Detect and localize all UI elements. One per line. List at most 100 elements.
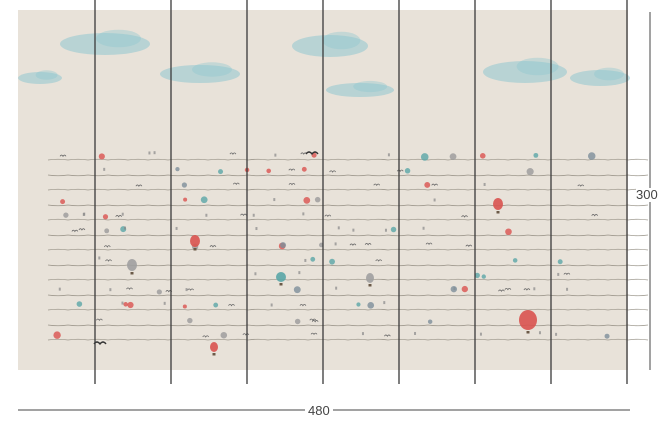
balloon <box>127 301 134 309</box>
figure <box>302 212 305 216</box>
balloon <box>266 168 272 174</box>
balloon <box>53 331 61 339</box>
figure <box>555 332 558 336</box>
bird <box>375 259 383 262</box>
balloon-basket <box>526 331 530 334</box>
bird <box>115 215 123 218</box>
figure <box>304 258 307 262</box>
hot-air-balloon <box>366 273 374 283</box>
balloon-basket <box>368 284 372 287</box>
string-line <box>47 278 649 281</box>
balloon-basket <box>193 248 197 251</box>
bird <box>523 288 531 291</box>
cloud-puff <box>35 70 58 80</box>
figure <box>566 287 569 291</box>
figure <box>153 151 156 155</box>
balloon <box>512 258 518 263</box>
balloon <box>533 152 539 158</box>
balloon-basket <box>130 272 134 275</box>
balloon-basket <box>496 211 500 214</box>
balloon <box>181 182 188 188</box>
bird <box>232 182 240 186</box>
bird <box>135 184 143 187</box>
figure <box>533 287 536 291</box>
bird <box>242 333 250 336</box>
bird <box>187 288 194 291</box>
bird <box>105 259 112 262</box>
bird <box>309 318 317 322</box>
figure <box>298 271 301 275</box>
figure <box>422 226 425 230</box>
balloon <box>505 228 512 236</box>
figure <box>270 303 273 307</box>
bird <box>431 183 439 187</box>
string-line <box>47 158 649 161</box>
string-line <box>47 218 649 221</box>
balloon <box>220 331 228 339</box>
figure <box>98 256 101 260</box>
bird <box>93 341 107 346</box>
figure <box>205 213 208 217</box>
balloon <box>474 272 480 278</box>
bird <box>461 215 468 218</box>
bird <box>305 151 319 156</box>
balloon <box>280 242 287 249</box>
balloon <box>404 168 411 174</box>
bird <box>349 243 357 246</box>
figure <box>337 226 340 230</box>
cloud-puff <box>353 80 388 93</box>
bird <box>504 287 512 291</box>
string-line <box>47 204 649 207</box>
bird <box>71 229 79 233</box>
figure <box>121 212 124 216</box>
balloon <box>314 196 321 203</box>
balloon <box>98 153 105 160</box>
height-dimension-label: 300 <box>636 187 658 202</box>
bird <box>96 318 103 322</box>
bird <box>465 244 473 248</box>
hot-air-balloon <box>493 198 503 210</box>
string-line <box>47 174 649 177</box>
balloon <box>427 319 433 324</box>
bird <box>373 183 381 187</box>
bird <box>228 303 235 307</box>
balloon <box>461 285 468 293</box>
width-dimension-label: 480 <box>305 404 333 418</box>
balloon <box>102 214 109 220</box>
balloon <box>301 166 307 172</box>
balloon <box>420 153 429 161</box>
cloud-layer <box>18 29 630 97</box>
balloon <box>303 196 311 204</box>
balloon <box>175 166 180 172</box>
bird <box>364 243 372 246</box>
balloon <box>604 333 610 339</box>
bird <box>126 287 133 290</box>
figure <box>175 226 178 230</box>
string-line <box>47 324 649 327</box>
figure <box>274 153 277 157</box>
bird <box>202 335 210 338</box>
figure <box>252 213 255 217</box>
balloon <box>293 286 301 294</box>
figure <box>163 301 166 305</box>
cloud <box>570 70 630 86</box>
hot-air-balloon <box>190 235 200 247</box>
balloon <box>449 153 457 160</box>
figure <box>254 272 257 276</box>
bird <box>563 272 571 276</box>
balloon <box>329 258 335 265</box>
figure <box>82 212 85 216</box>
figure <box>334 242 337 246</box>
bird <box>498 289 505 292</box>
string-line <box>47 188 649 191</box>
balloon <box>200 196 208 204</box>
balloon <box>156 289 162 295</box>
bird <box>209 245 217 248</box>
figure <box>361 332 364 336</box>
balloon <box>60 199 66 205</box>
cloud-puff <box>96 29 141 48</box>
figure <box>352 228 355 232</box>
figure <box>384 228 387 232</box>
bird <box>577 184 585 187</box>
